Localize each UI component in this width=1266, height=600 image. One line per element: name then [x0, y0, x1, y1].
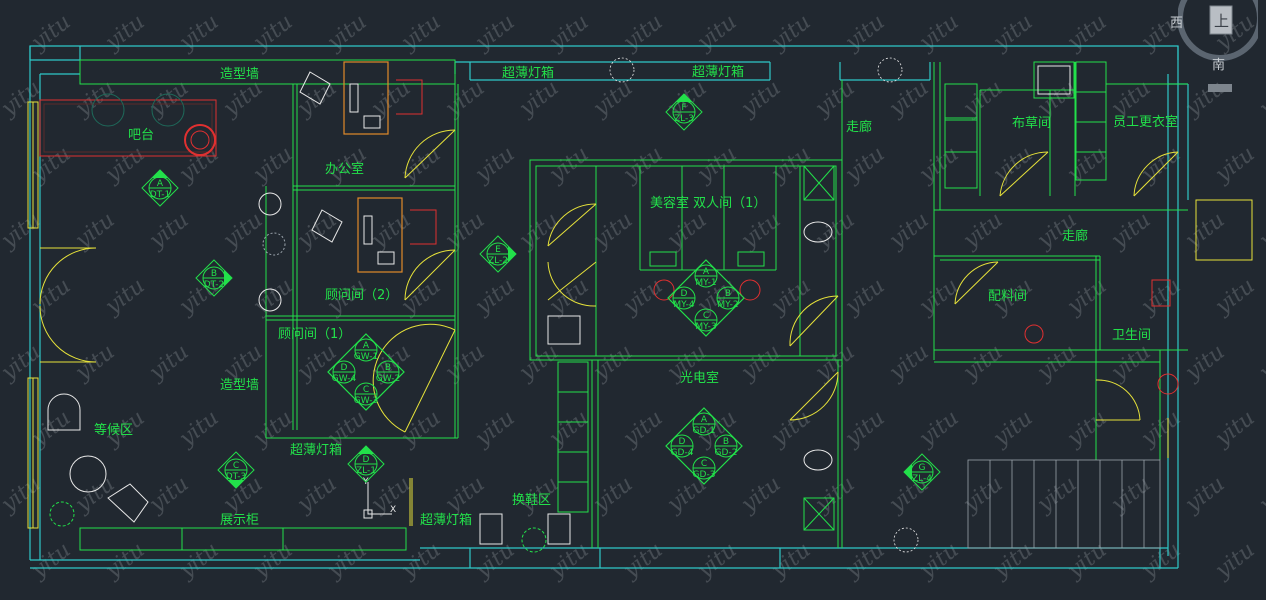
- cluster-letter-gw-c: C: [363, 385, 369, 395]
- label-photo-room: 光电室: [680, 370, 719, 386]
- marker-code-a: DT-1: [150, 190, 171, 200]
- label-lightbox-bottom: 超薄灯箱: [420, 512, 472, 528]
- cluster-markers: AGW-1BGW-2CGW-3DGW-4AMY-1BMY-2CMY-3DMY-4…: [327, 259, 745, 485]
- cluster-code-gw-a: GW-1: [354, 352, 378, 362]
- cluster-code-my-c: MY-3: [695, 322, 716, 332]
- label-corridor-top: 走廊: [846, 119, 872, 135]
- label-lightbox-top-1: 超薄灯箱: [502, 65, 554, 81]
- cluster-letter-my-d: D: [681, 289, 688, 299]
- label-lightbox-top-2: 超薄灯箱: [692, 64, 744, 80]
- cluster-code-my-d: MY-4: [673, 300, 694, 310]
- label-shoe-change: 换鞋区: [512, 492, 551, 508]
- cluster-code-gd-d: GD-4: [671, 448, 694, 458]
- label-corridor-right: 走廊: [1062, 228, 1088, 244]
- cluster-letter-my-c: C: [703, 311, 709, 321]
- viewcube-top[interactable]: 上: [1214, 12, 1230, 30]
- label-linen: 布草间: [1012, 116, 1051, 131]
- cluster-letter-gd-a: A: [701, 415, 708, 425]
- cluster-letter-gd-c: C: [701, 459, 707, 469]
- cluster-letter-my-a: A: [703, 267, 710, 277]
- cluster-code-gw-c: GW-3: [354, 396, 378, 406]
- elevation-marker-e: EZL-2: [479, 235, 517, 273]
- cluster-letter-gw-d: D: [341, 363, 348, 373]
- ucs-x-label: X: [390, 505, 396, 515]
- cluster-letter-gd-b: B: [723, 437, 729, 447]
- cluster-letter-my-b: B: [725, 289, 731, 299]
- cluster-code-gw-b: GW-2: [376, 374, 400, 384]
- label-display: 展示柜: [220, 513, 259, 528]
- marker-code-g: ZL-4: [912, 474, 932, 484]
- marker-code-e: ZL-2: [488, 256, 508, 266]
- marker-letter-c: C: [233, 461, 239, 471]
- staircase: [967, 459, 1161, 549]
- marker-letter-b: B: [211, 269, 217, 279]
- doors: [27, 101, 1253, 529]
- label-staff-locker: 员工更衣室: [1113, 114, 1178, 130]
- viewcube-west[interactable]: 西: [1170, 16, 1184, 31]
- cluster-letter-gd-d: D: [679, 437, 686, 447]
- label-toilet: 卫生间: [1112, 328, 1151, 343]
- outer-walls: [29, 45, 1189, 569]
- cluster-code-gd-a: GD-1: [693, 426, 716, 436]
- marker-letter-a: A: [157, 179, 164, 189]
- elevation-marker-b: BDT-2: [195, 259, 233, 297]
- label-feature-wall-top: 造型墙: [220, 67, 259, 82]
- viewcube[interactable]: 上 西 南: [1170, 0, 1258, 100]
- label-prep: 配料间: [988, 289, 1027, 304]
- marker-code-b: DT-2: [204, 280, 225, 290]
- marker-code-d: ZL-1: [356, 466, 376, 476]
- marker-letter-e: E: [495, 245, 501, 255]
- furniture: [39, 57, 1179, 553]
- label-beauty-double: 美容室 双人间（1）: [650, 195, 766, 211]
- elevation-marker-a: ADT-1: [141, 169, 179, 207]
- cluster-code-my-a: MY-1: [695, 278, 716, 288]
- cluster-code-gd-c: GD-3: [693, 470, 716, 480]
- marker-letter-f: F: [681, 103, 686, 113]
- marker-code-c: DT-3: [226, 472, 247, 482]
- marker-code-f: ZL-3: [674, 114, 694, 124]
- cluster-letter-gw-b: B: [385, 363, 391, 373]
- viewcube-south[interactable]: 南: [1212, 58, 1226, 73]
- cluster-code-gd-b: GD-2: [715, 448, 738, 458]
- cluster-code-my-b: MY-2: [717, 300, 738, 310]
- elevation-marker-c: CDT-3: [217, 451, 255, 489]
- marker-letter-d: D: [363, 455, 370, 465]
- label-feature-wall-left: 造型墙: [220, 378, 259, 393]
- label-waiting: 等候区: [94, 422, 133, 438]
- label-office: 办公室: [325, 161, 364, 177]
- elevation-marker-d: DZL-1: [347, 445, 385, 483]
- cluster-letter-gw-a: A: [363, 341, 370, 351]
- elevation-marker-g: GZL-4: [903, 453, 941, 491]
- marker-letter-g: G: [919, 463, 926, 473]
- elevation-marker-f: FZL-3: [665, 93, 703, 131]
- label-bar: 吧台: [128, 128, 154, 143]
- label-consult-2: 顾问间（2）: [325, 288, 398, 303]
- label-consult-1: 顾问间（1）: [278, 327, 351, 342]
- viewcube-ring-icon: [1178, 0, 1258, 92]
- partitions: [79, 59, 1188, 551]
- cluster-code-gw-d: GW-4: [332, 374, 357, 384]
- label-lightbox-mid: 超薄灯箱: [290, 442, 342, 458]
